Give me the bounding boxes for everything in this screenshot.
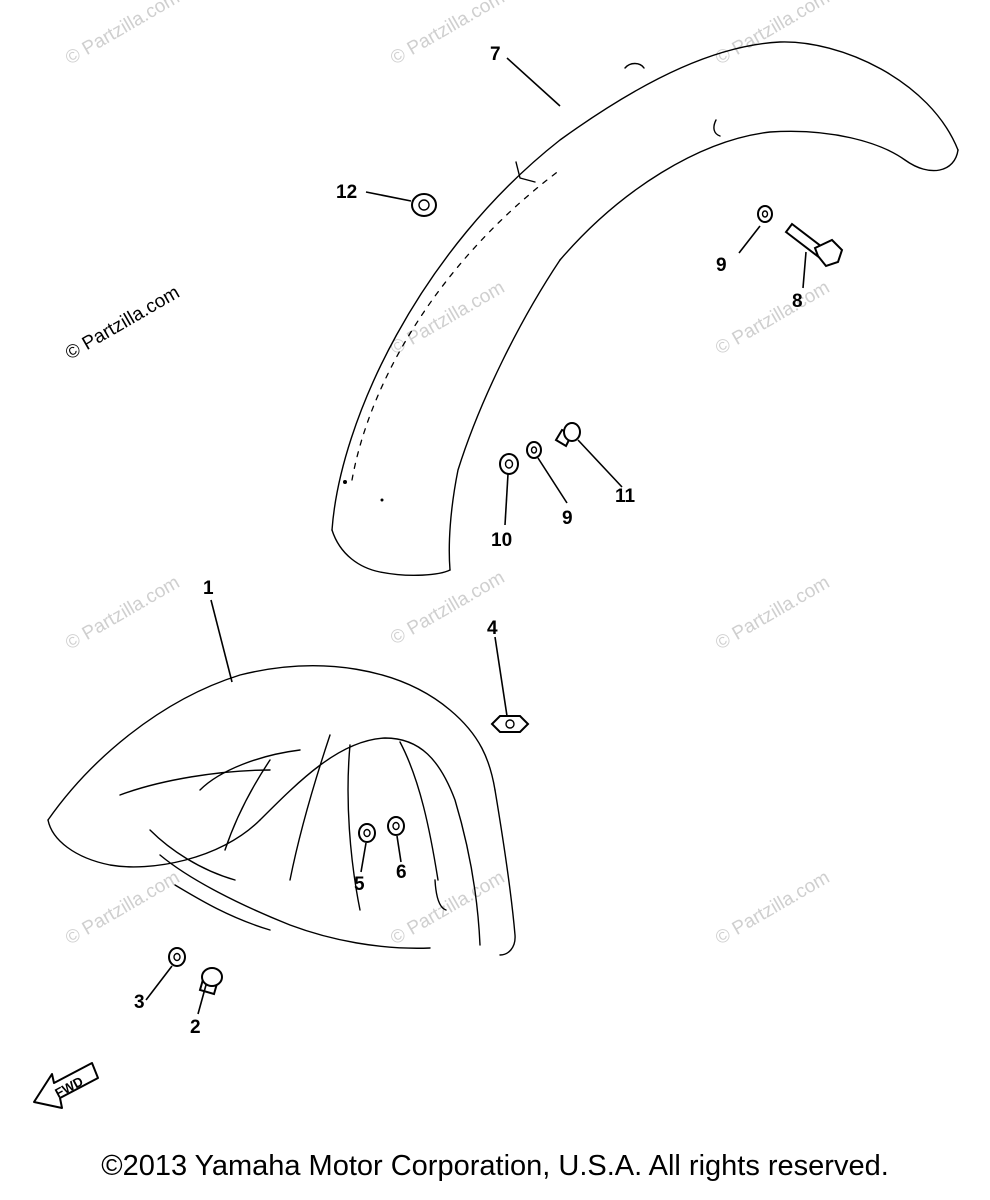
watermark: © Partzilla.com (712, 572, 833, 654)
rear-fender (331, 41, 959, 576)
callout-1: 1 (203, 578, 214, 599)
hardware (168, 193, 844, 996)
callout-12: 12 (336, 182, 357, 203)
callouts: 7 12 9 8 10 9 11 1 4 5 6 3 2 (134, 44, 803, 1038)
part-3-washer (168, 947, 186, 967)
watermark: © Partzilla.com (62, 0, 183, 69)
callout-5: 5 (354, 874, 365, 895)
watermark: © Partzilla.com (387, 277, 508, 359)
part-4-nut (490, 715, 530, 733)
watermark: © Partzilla.com (62, 572, 183, 654)
callout-7: 7 (490, 44, 501, 65)
callout-6: 6 (396, 862, 407, 883)
callout-9: 9 (562, 508, 573, 529)
callout-11: 11 (615, 486, 636, 507)
callout-2: 2 (190, 1017, 201, 1038)
leader-lines (145, 57, 807, 1015)
callout-8: 8 (792, 291, 803, 312)
part-12-grommet (411, 193, 437, 217)
part-8-bolt (784, 222, 844, 268)
watermark: © Partzilla.com (712, 867, 833, 949)
watermarks: © Partzilla.com © Partzilla.com © Partzi… (62, 0, 833, 949)
copyright-notice: ©2013 Yamaha Motor Corporation, U.S.A. A… (101, 1150, 889, 1182)
part-9-washer (757, 205, 773, 223)
watermark: © Partzilla.com (62, 867, 183, 949)
callout-4: 4 (487, 618, 498, 639)
callout-10: 10 (491, 530, 512, 551)
watermark: © Partzilla.com (712, 0, 833, 69)
part-5-washer (358, 823, 376, 843)
watermark: © Partzilla.com (62, 282, 183, 364)
part-11-bolt (554, 422, 581, 448)
part-10-washer (499, 453, 519, 475)
front-fender (47, 665, 516, 956)
callout-3: 3 (134, 992, 145, 1013)
part-9-washer (526, 441, 542, 459)
part-6-washer (387, 816, 405, 836)
watermark: © Partzilla.com (712, 277, 833, 359)
fwd-arrow-icon: FWD (33, 1062, 99, 1109)
part-2-bolt (198, 967, 223, 996)
fwd-label: FWD (52, 1074, 85, 1101)
callout-9: 9 (716, 255, 727, 276)
